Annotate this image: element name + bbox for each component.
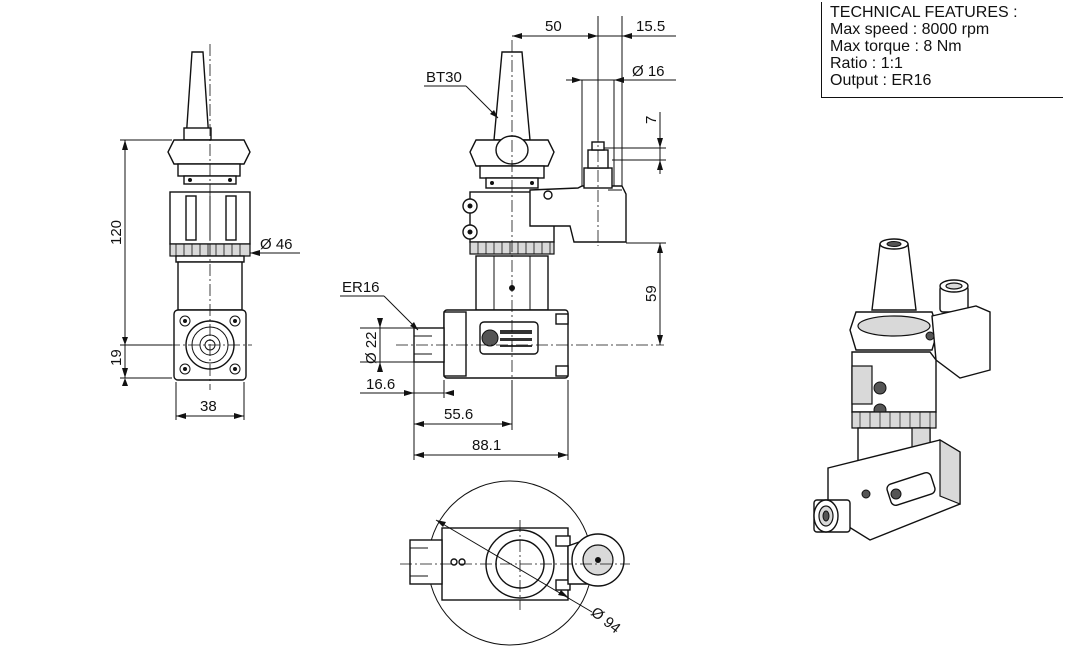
iso-taper [871,243,917,311]
dim-50: 50 [545,18,562,35]
dim-7: 7 [643,116,660,124]
feature-max-torque: Max torque : 8 Nm [830,38,962,55]
feature-ratio: Ratio : 1:1 [830,55,903,72]
label-er16: ER16 [342,279,380,296]
front-view: 120 19 38 Ø 46 [108,44,300,420]
technical-features-title: TECHNICAL FEATURES : [830,4,1018,21]
side-view: 50 15.5 Ø 16 7 59 BT30 ER16 [340,16,676,460]
isometric-view [813,238,991,541]
dim-diameter-16: Ø 16 [632,63,665,80]
dim-16-6: 16.6 [366,376,395,393]
dim-diameter-94: Ø 94 [588,604,624,637]
top-view: Ø 94 [400,480,630,646]
front-flange [167,139,251,165]
side-stop-block [529,185,627,243]
dim-55-6: 55.6 [444,406,473,423]
feature-output: Output : ER16 [830,72,932,89]
dim-59: 59 [643,285,660,302]
dim-88-1: 88.1 [472,437,501,454]
dim-diameter-46: Ø 46 [260,236,293,253]
technical-features-box: TECHNICAL FEATURES : Max speed : 8000 rp… [821,2,1063,98]
iso-knurl-ring [851,411,937,429]
label-bt30: BT30 [426,69,462,86]
dim-120: 120 [108,220,125,245]
feature-max-speed: Max speed : 8000 rpm [830,21,990,38]
dim-38: 38 [200,398,217,415]
dim-diameter-22: Ø 22 [363,331,380,364]
dim-15-5: 15.5 [636,18,665,35]
front-taper [185,51,210,141]
iso-stop-block [931,305,991,379]
dim-19: 19 [108,349,125,366]
